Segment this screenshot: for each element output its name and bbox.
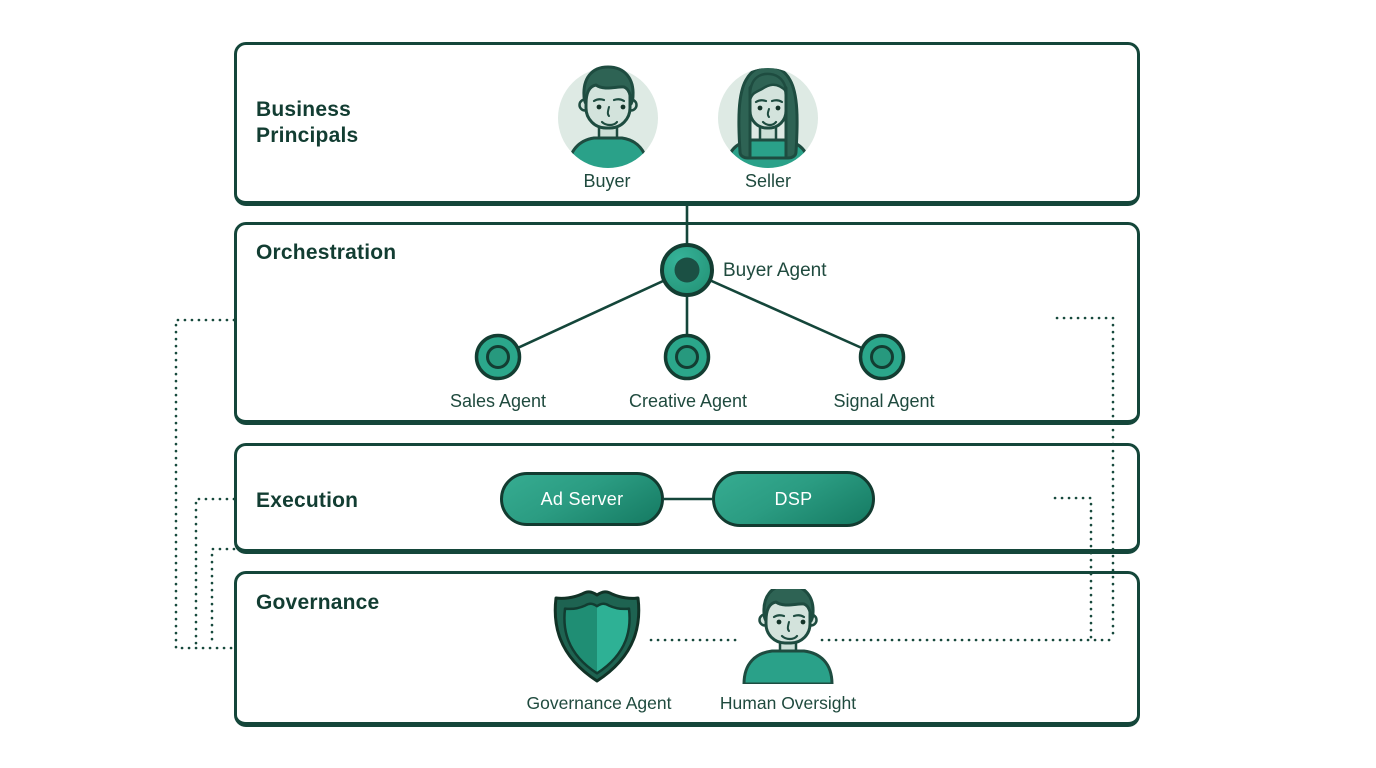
dsp-pill: DSP [712,471,875,527]
gov-link-left-execution-2 [210,547,236,644]
buyer-agent-label: Buyer Agent [723,260,827,281]
signal-agent-label: Signal Agent [833,391,935,411]
sales-agent-label: Sales Agent [449,391,547,411]
layer-box-governance [234,571,1140,727]
layer-title-execution: Execution [256,489,359,512]
layer-box-execution [234,443,1140,554]
layer-title-orchestration: Orchestration [256,241,397,264]
creative-agent-label: Creative Agent [628,391,748,411]
ad-server-label: Ad Server [540,488,624,509]
layer-box-business-principals [234,42,1140,206]
gov-link-left-execution [194,497,236,647]
governance-agent-label: Governance Agent [526,693,672,713]
seller-avatar-icon [718,68,818,168]
human-oversight-label: Human Oversight [719,693,857,713]
human-oversight-icon [742,589,834,684]
seller-label: Seller [744,171,792,191]
layer-title-governance: Governance [256,591,380,614]
gov-link-left-orchestration [174,318,236,650]
ad-server-pill: Ad Server [500,472,664,526]
dsp-label: DSP [774,488,813,509]
layer-title-business-principals: Business Principals [256,98,359,148]
shield-icon [553,590,641,683]
buyer-avatar-icon [558,65,658,168]
buyer-label: Buyer [583,171,631,191]
